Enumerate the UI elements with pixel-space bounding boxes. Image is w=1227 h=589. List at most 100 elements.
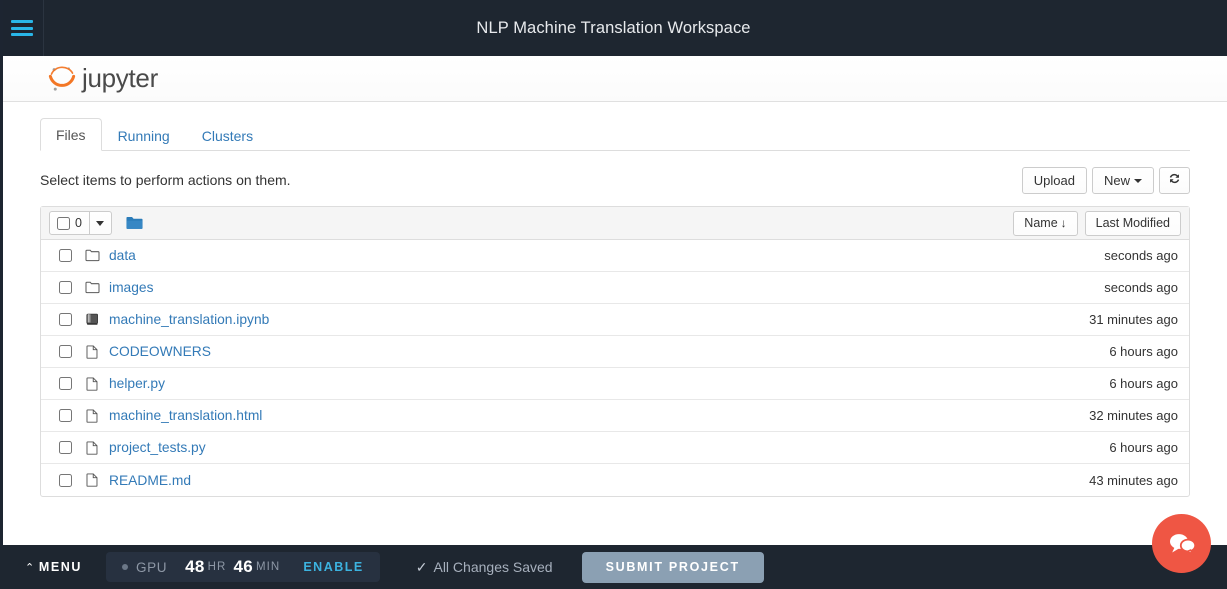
sort-descending-icon: ↓ — [1061, 216, 1067, 230]
row-checkbox[interactable] — [59, 281, 72, 294]
gpu-enable-button[interactable]: ENABLE — [303, 560, 363, 574]
file-icon — [85, 441, 100, 455]
chat-bubbles-icon — [1167, 531, 1197, 557]
chevron-down-icon — [96, 221, 104, 226]
notebook-icon — [85, 313, 100, 326]
notebook-icon — [85, 313, 105, 326]
file-name-link[interactable]: machine_translation.html — [109, 408, 1089, 423]
file-modified-time: 43 minutes ago — [1089, 473, 1178, 488]
action-row: Select items to perform actions on them.… — [40, 166, 1190, 194]
select-all-group: 0 — [49, 211, 112, 235]
folder-outline-icon — [85, 281, 105, 294]
table-row[interactable]: CODEOWNERS6 hours ago — [41, 336, 1189, 368]
jupyter-home-link[interactable]: jupyter — [47, 63, 158, 94]
file-modified-time: seconds ago — [1104, 280, 1178, 295]
row-checkbox[interactable] — [59, 441, 72, 454]
file-name-link[interactable]: machine_translation.ipynb — [109, 312, 1089, 327]
upload-button[interactable]: Upload — [1022, 167, 1087, 194]
hamburger-icon — [11, 20, 33, 36]
file-modified-time: 31 minutes ago — [1089, 312, 1178, 327]
file-name-link[interactable]: project_tests.py — [109, 440, 1109, 455]
sort-name-label: Name — [1024, 216, 1057, 230]
new-folder-button[interactable] — [126, 216, 143, 230]
chevron-up-icon: ⌃ — [25, 561, 36, 574]
file-icon — [85, 377, 105, 391]
file-rows-container: dataseconds agoimagesseconds agomachine_… — [41, 240, 1189, 496]
folder-outline-icon — [85, 281, 100, 294]
gpu-time-pill[interactable]: GPU 48 HR 46 MIN ENABLE — [106, 552, 380, 582]
save-status: ✓ All Changes Saved — [416, 559, 553, 576]
select-all-checkbox-wrap[interactable]: 0 — [49, 211, 90, 235]
file-icon — [85, 473, 100, 487]
submit-project-button[interactable]: SUBMIT PROJECT — [582, 552, 764, 583]
file-icon — [85, 345, 100, 359]
file-icon — [85, 473, 105, 487]
refresh-button[interactable] — [1159, 167, 1190, 194]
table-row[interactable]: README.md43 minutes ago — [41, 464, 1189, 496]
hamburger-menu-button[interactable] — [0, 0, 44, 56]
file-list-toolbar-right: Name ↓ Last Modified — [1006, 211, 1181, 236]
row-checkbox[interactable] — [59, 377, 72, 390]
save-status-label: All Changes Saved — [433, 559, 552, 575]
file-icon — [85, 345, 105, 359]
jupyter-logo-band: jupyter — [3, 56, 1227, 102]
new-button[interactable]: New — [1092, 167, 1154, 194]
row-checkbox[interactable] — [59, 409, 72, 422]
tab-running[interactable]: Running — [102, 119, 186, 151]
folder-outline-icon — [85, 249, 100, 262]
sort-by-name-button[interactable]: Name ↓ — [1013, 211, 1077, 236]
new-button-label: New — [1104, 173, 1130, 188]
main-content: Files Running Clusters Select items to p… — [3, 103, 1227, 545]
file-icon — [85, 441, 105, 455]
row-checkbox[interactable] — [59, 345, 72, 358]
file-modified-time: 6 hours ago — [1109, 440, 1178, 455]
file-list-panel: 0 — [40, 206, 1190, 497]
menu-button[interactable]: ⌃ MENU — [25, 560, 82, 574]
file-icon — [85, 409, 100, 423]
file-name-link[interactable]: README.md — [109, 473, 1089, 488]
chat-support-button[interactable] — [1152, 514, 1211, 573]
file-modified-time: 6 hours ago — [1109, 344, 1178, 359]
select-all-checkbox[interactable] — [57, 217, 70, 230]
selected-count: 0 — [75, 216, 82, 230]
table-row[interactable]: machine_translation.html32 minutes ago — [41, 400, 1189, 432]
file-name-link[interactable]: CODEOWNERS — [109, 344, 1109, 359]
check-icon: ✓ — [416, 559, 428, 576]
table-row[interactable]: dataseconds ago — [41, 240, 1189, 272]
gpu-minutes-value: 46 — [233, 557, 253, 577]
tab-files[interactable]: Files — [40, 118, 102, 151]
file-name-link[interactable]: images — [109, 280, 1104, 295]
sort-by-modified-button[interactable]: Last Modified — [1085, 211, 1181, 236]
gpu-label: GPU — [136, 560, 167, 575]
jupyter-logo-icon — [47, 64, 77, 94]
refresh-icon — [1168, 172, 1181, 185]
selection-hint: Select items to perform actions on them. — [40, 172, 291, 188]
gpu-hours-value: 48 — [185, 557, 205, 577]
gpu-hours-unit: HR — [208, 561, 227, 573]
table-row[interactable]: machine_translation.ipynb31 minutes ago — [41, 304, 1189, 336]
file-name-link[interactable]: helper.py — [109, 376, 1109, 391]
file-name-link[interactable]: data — [109, 248, 1104, 263]
status-dot-icon — [122, 564, 128, 570]
table-row[interactable]: helper.py6 hours ago — [41, 368, 1189, 400]
tab-bar: Files Running Clusters — [40, 119, 1190, 151]
tab-clusters[interactable]: Clusters — [186, 119, 269, 151]
folder-filled-icon — [126, 216, 143, 230]
file-icon — [85, 377, 100, 391]
bottom-status-bar: ⌃ MENU GPU 48 HR 46 MIN ENABLE ✓ All Cha… — [0, 545, 1227, 589]
file-modified-time: 32 minutes ago — [1089, 408, 1178, 423]
row-checkbox[interactable] — [59, 474, 72, 487]
table-row[interactable]: project_tests.py6 hours ago — [41, 432, 1189, 464]
page-title: NLP Machine Translation Workspace — [0, 0, 1227, 56]
chevron-down-icon — [1134, 179, 1142, 183]
action-buttons: Upload New — [1017, 167, 1190, 194]
file-list-toolbar-left: 0 — [49, 211, 143, 235]
row-checkbox[interactable] — [59, 313, 72, 326]
select-dropdown-button[interactable] — [90, 211, 112, 235]
row-checkbox[interactable] — [59, 249, 72, 262]
menu-button-label: MENU — [39, 560, 82, 574]
gpu-minutes-unit: MIN — [256, 561, 280, 573]
table-row[interactable]: imagesseconds ago — [41, 272, 1189, 304]
top-header-bar: NLP Machine Translation Workspace — [0, 0, 1227, 56]
